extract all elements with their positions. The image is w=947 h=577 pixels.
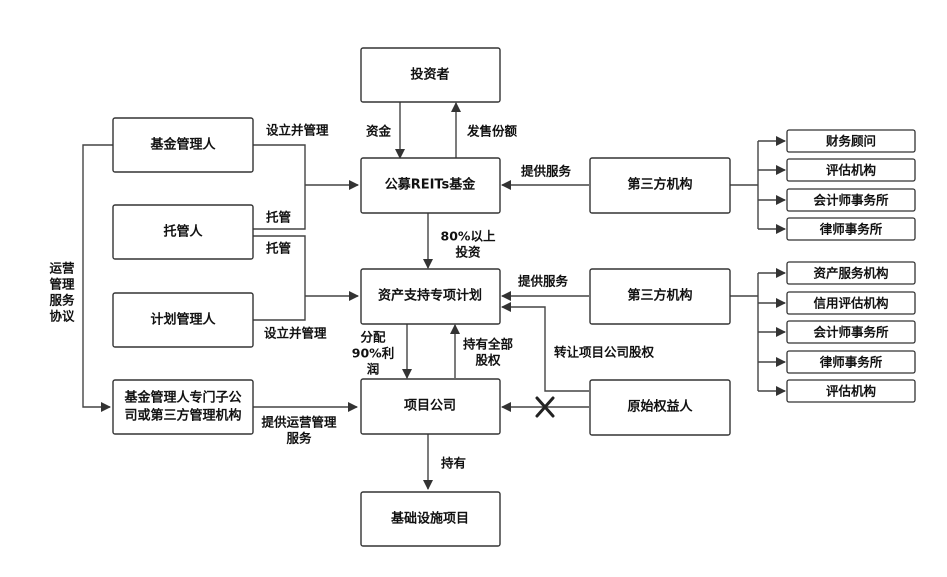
group2-item: 会计师事务所 (786, 320, 916, 344)
group1-item: 会计师事务所 (786, 188, 916, 212)
label-operation-agreement-2: 管理 (49, 277, 75, 292)
group1-item-label: 财务顾问 (825, 134, 876, 149)
group2-item-label: 会计师事务所 (813, 325, 889, 340)
node-custodian: 托管人 (112, 204, 254, 260)
group1-item: 评估机构 (786, 158, 916, 182)
group1-tree-lines (730, 136, 786, 234)
node-custodian-label: 托管人 (163, 224, 203, 240)
node-third-party-1: 第三方机构 (589, 157, 731, 214)
custodian-connector-top (253, 185, 306, 230)
group2-item-label: 律师事务所 (820, 355, 883, 370)
node-subsidiary-label-1: 基金管理人专门子公 (123, 390, 241, 406)
group1-item-label: 律师事务所 (820, 222, 883, 237)
group1-item-label: 会计师事务所 (813, 193, 889, 208)
node-fund-manager: 基金管理人 (112, 117, 254, 173)
group2-item-label: 评估机构 (826, 384, 876, 399)
label-hold-all-equity-2: 股权 (475, 353, 501, 368)
node-reits-fund: 公募REITs基金 (360, 157, 501, 214)
label-invest-80-2: 投资 (455, 245, 481, 260)
transfer-equity-arrow (501, 302, 589, 392)
label-establish-manage-1: 设立并管理 (266, 123, 329, 138)
label-capital: 资金 (366, 124, 392, 139)
fund-manager-connector (253, 144, 306, 185)
label-provide-ops-service-2: 服务 (286, 431, 312, 446)
group2-item: 信用评估机构 (786, 291, 916, 315)
node-abs-plan-label: 资产支持专项计划 (378, 288, 482, 304)
node-project-company: 项目公司 (360, 378, 501, 435)
node-third-party-2: 第三方机构 (589, 268, 731, 325)
node-fund-manager-label: 基金管理人 (149, 137, 216, 153)
node-third-party-1-label: 第三方机构 (627, 177, 692, 193)
group1-item-label: 评估机构 (826, 163, 876, 178)
node-original-owner-label: 原始权益人 (627, 399, 693, 415)
custodian-connector-bottom (253, 235, 306, 296)
node-subsidiary-label-2: 司或第三方管理机构 (124, 408, 241, 424)
group2-item-label: 资产服务机构 (813, 266, 888, 281)
group2-item: 评估机构 (786, 379, 916, 403)
group2-item-label: 信用评估机构 (813, 296, 888, 311)
label-hold-all-equity-1: 持有全部 (463, 337, 514, 352)
node-investor: 投资者 (360, 47, 501, 103)
label-invest-80-1: 80%以上 (441, 229, 496, 244)
label-custody-1: 托管 (266, 210, 291, 225)
node-project-company-label: 项目公司 (404, 399, 456, 414)
node-investor-label: 投资者 (410, 67, 449, 83)
label-operation-agreement-4: 协议 (49, 309, 75, 324)
node-infrastructure: 基础设施项目 (360, 491, 501, 547)
label-operation-agreement-3: 服务 (49, 293, 75, 308)
node-third-party-2-label: 第三方机构 (627, 288, 692, 304)
node-original-owner: 原始权益人 (589, 379, 731, 436)
group1-item: 律师事务所 (786, 217, 916, 241)
group1-item: 财务顾问 (786, 129, 916, 153)
label-issue-shares: 发售份额 (466, 124, 518, 139)
plan-manager-connector (253, 296, 306, 321)
node-plan-manager-label: 计划管理人 (150, 312, 216, 328)
node-plan-manager: 计划管理人 (112, 292, 254, 348)
label-provide-service-2: 提供服务 (518, 274, 569, 289)
label-distribute-3: 润 (367, 362, 380, 377)
group2-item: 资产服务机构 (786, 261, 916, 285)
label-establish-manage-2: 设立并管理 (264, 326, 327, 341)
label-custody-2: 托管 (266, 241, 291, 256)
label-transfer-equity: 转让项目公司股权 (554, 345, 655, 360)
label-provide-service-1: 提供服务 (521, 164, 572, 179)
label-distribute-2: 90%利 (352, 346, 394, 361)
node-infrastructure-label: 基础设施项目 (390, 511, 469, 527)
group2-item: 律师事务所 (786, 350, 916, 374)
label-provide-ops-service-1: 提供运营管理 (261, 415, 337, 430)
node-subsidiary: 基金管理人专门子公 司或第三方管理机构 (112, 379, 254, 435)
group2-tree-lines (730, 268, 786, 396)
cross-mark (535, 396, 555, 418)
label-hold: 持有 (441, 456, 466, 471)
label-distribute-1: 分配 (360, 330, 386, 345)
operation-agreement-line (82, 144, 113, 412)
node-abs-plan: 资产支持专项计划 (360, 268, 501, 325)
node-reits-fund-label: 公募REITs基金 (385, 177, 477, 193)
label-operation-agreement-1: 运营 (49, 261, 75, 276)
